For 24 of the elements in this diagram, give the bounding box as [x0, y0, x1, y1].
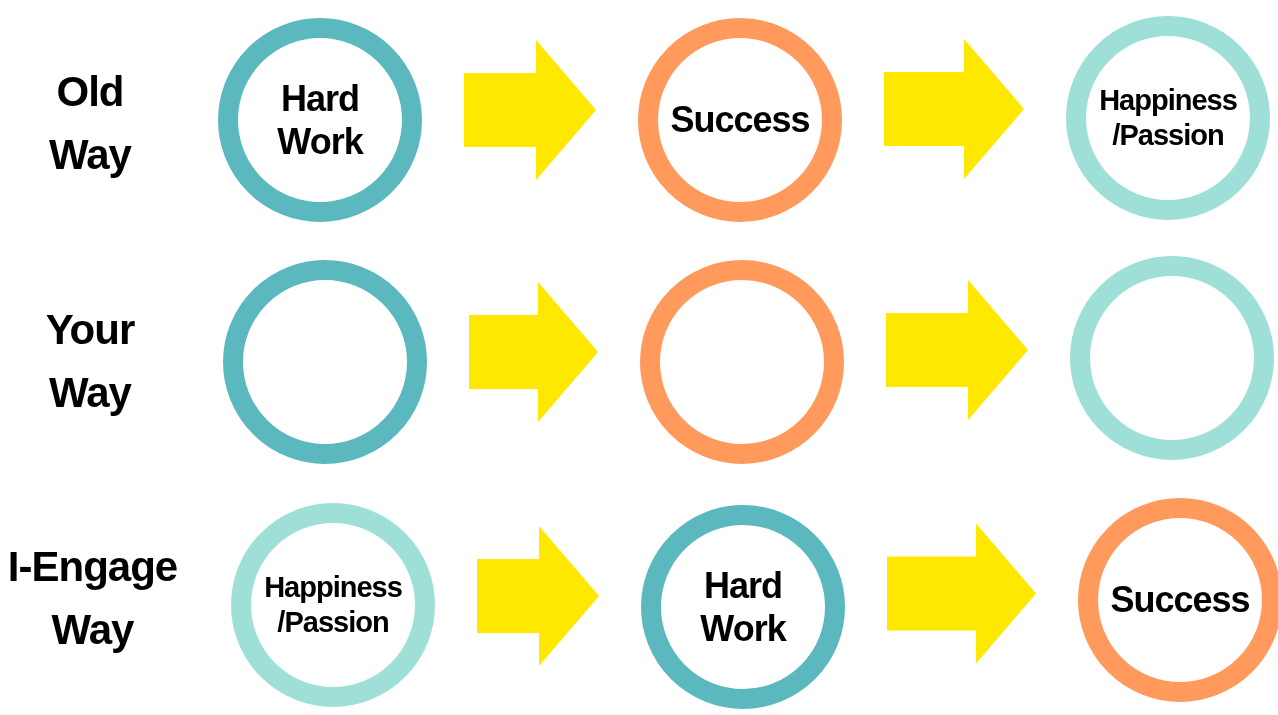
row-label: Old Way	[48, 67, 133, 180]
circle-node	[231, 503, 435, 707]
node-text: Happiness /Passion	[263, 570, 403, 640]
circle-node	[640, 260, 844, 464]
row-label: Your Way	[44, 305, 136, 418]
circle-node	[641, 505, 845, 709]
node-text: Hard Work	[699, 563, 788, 651]
circle-node	[218, 18, 422, 222]
block-arrow	[884, 39, 1024, 179]
node-text: Success	[670, 98, 810, 142]
block-arrow	[469, 282, 598, 422]
circle-node	[1066, 16, 1270, 220]
block-arrow	[886, 280, 1028, 420]
block-arrow	[477, 526, 599, 666]
circle-node	[638, 18, 842, 222]
block-arrow	[464, 40, 596, 180]
circle-node	[1070, 256, 1274, 460]
node-text: Hard Work	[276, 76, 365, 164]
circle-node	[223, 260, 427, 464]
node-text: Happiness /Passion	[1098, 83, 1238, 153]
row-label: I-Engage Way	[6, 542, 179, 655]
block-arrow	[887, 523, 1036, 664]
node-text: Success	[1110, 578, 1250, 622]
circle-node	[1078, 498, 1278, 702]
